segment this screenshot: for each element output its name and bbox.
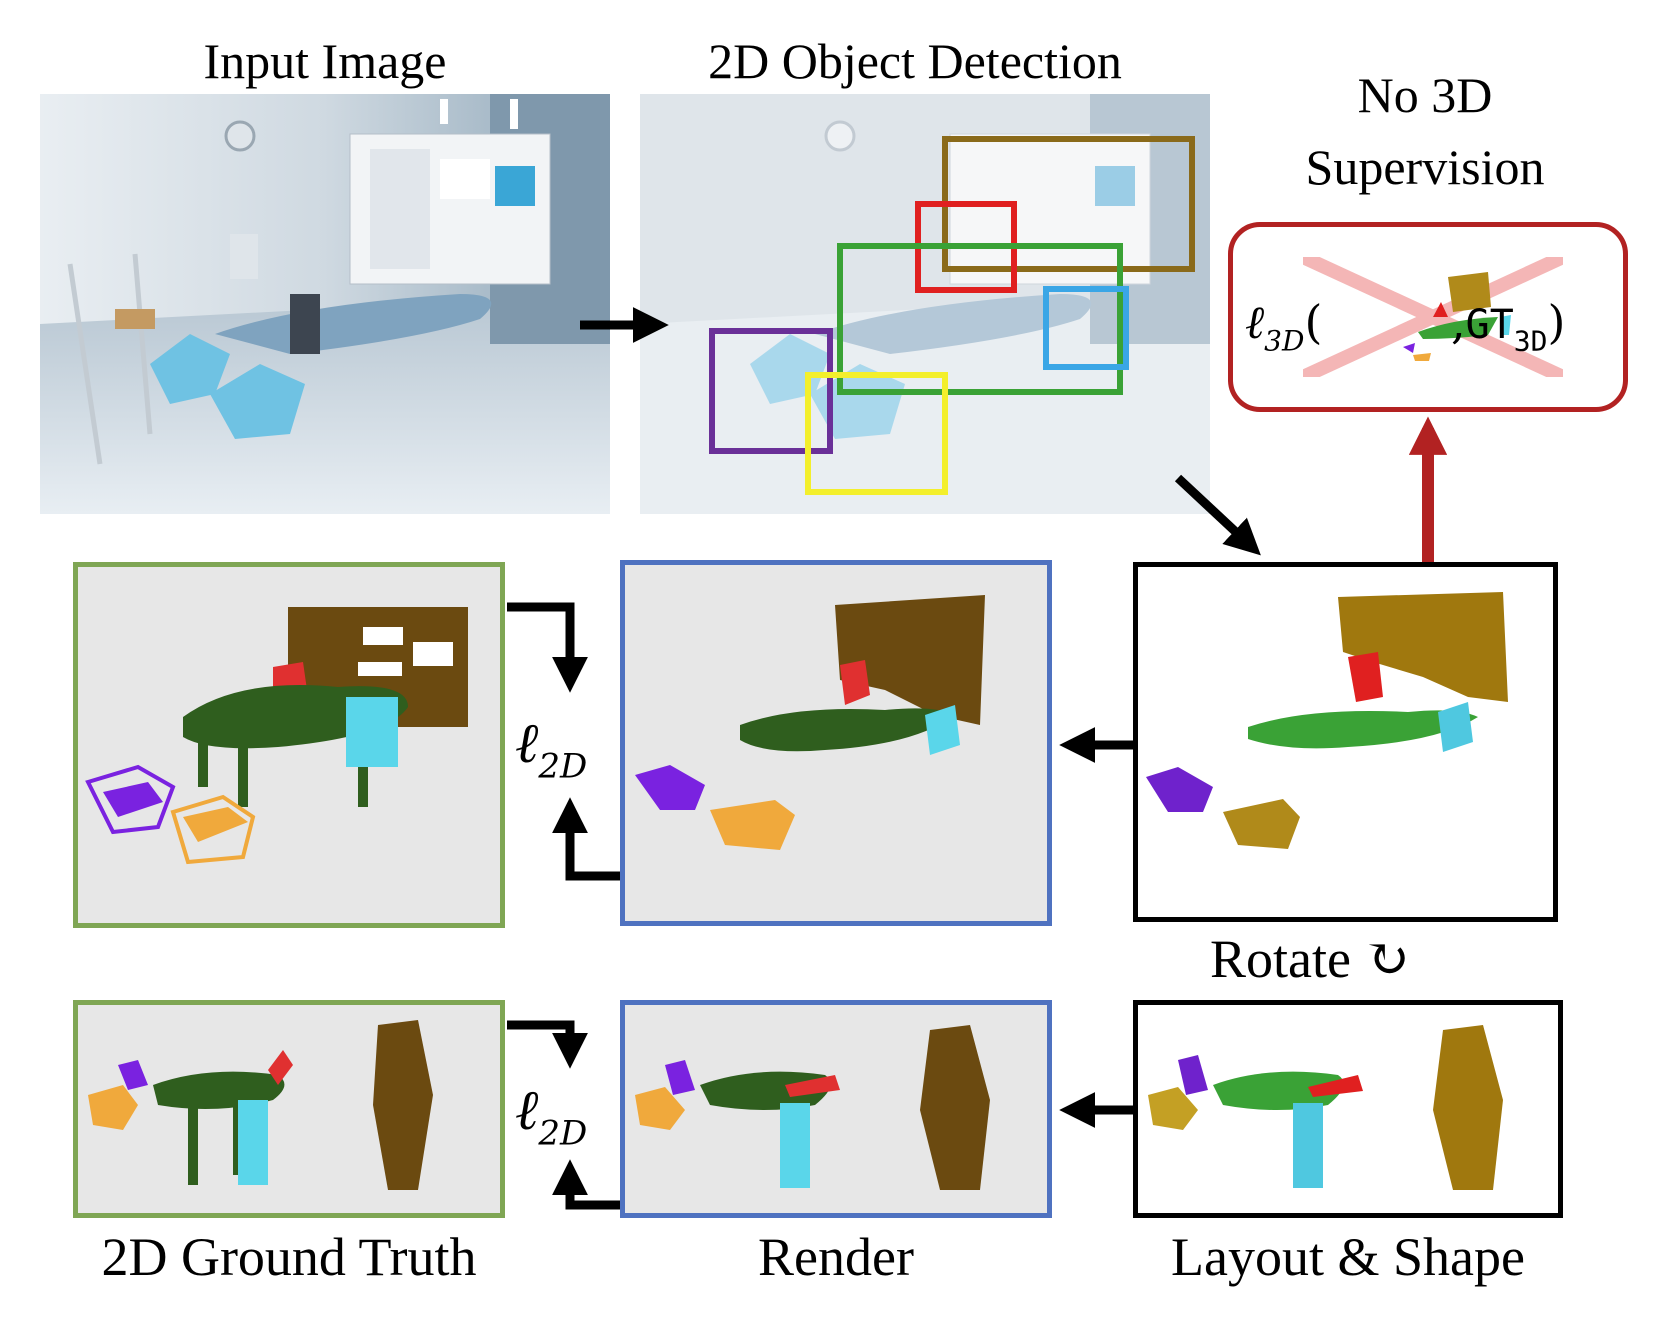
- render-panel-row2: [620, 1000, 1052, 1218]
- render-to-loss-arrow-row1: [552, 797, 620, 881]
- chair-left-detection-box: [709, 328, 833, 454]
- detection-image: [640, 94, 1210, 514]
- l2d-loss-row2: ℓ2D: [515, 1078, 588, 1154]
- layout-shape-label: Layout & Shape: [1171, 1227, 1525, 1287]
- l3d-subscript: 3D: [1264, 324, 1305, 358]
- l3d-symbol: ℓ: [1245, 295, 1265, 349]
- no-supervision-title-line1: No 3D: [1357, 67, 1493, 123]
- ground-truth-label: 2D Ground Truth: [101, 1227, 477, 1287]
- cabinet-detection-box: [1043, 286, 1129, 370]
- render-label: Render: [758, 1227, 914, 1287]
- supervision-cross: [1303, 257, 1563, 377]
- layout-shape-panel-row2: [1133, 1000, 1563, 1218]
- no-supervision-title-line2: Supervision: [1305, 139, 1545, 195]
- rotate-label: Rotate ↻: [1210, 929, 1410, 989]
- detection-title: 2D Object Detection: [708, 33, 1122, 89]
- ground-truth-panel-row1: [73, 562, 505, 928]
- render-to-loss-arrow-row2: [552, 1159, 620, 1210]
- input-image: [40, 94, 610, 514]
- chair-front-detection-box: [805, 372, 948, 495]
- gt-3d-label: GT3D: [1465, 302, 1548, 358]
- desk-detection-box: [837, 243, 1123, 395]
- rotate-icon: ↻: [1364, 929, 1410, 989]
- gt-to-loss-arrow-row2: [507, 1020, 588, 1069]
- layout-shape-panel-row1: [1133, 562, 1558, 922]
- l2d-loss-row1: ℓ2D: [515, 711, 588, 787]
- no-3d-supervision-box: ℓ3D( ,GT3D): [1228, 222, 1628, 412]
- ground-truth-panel-row2: [73, 1000, 505, 1218]
- input-image-title: Input Image: [203, 33, 447, 89]
- render-panel-row1: [620, 560, 1052, 926]
- gt-to-loss-arrow-row1: [507, 602, 588, 693]
